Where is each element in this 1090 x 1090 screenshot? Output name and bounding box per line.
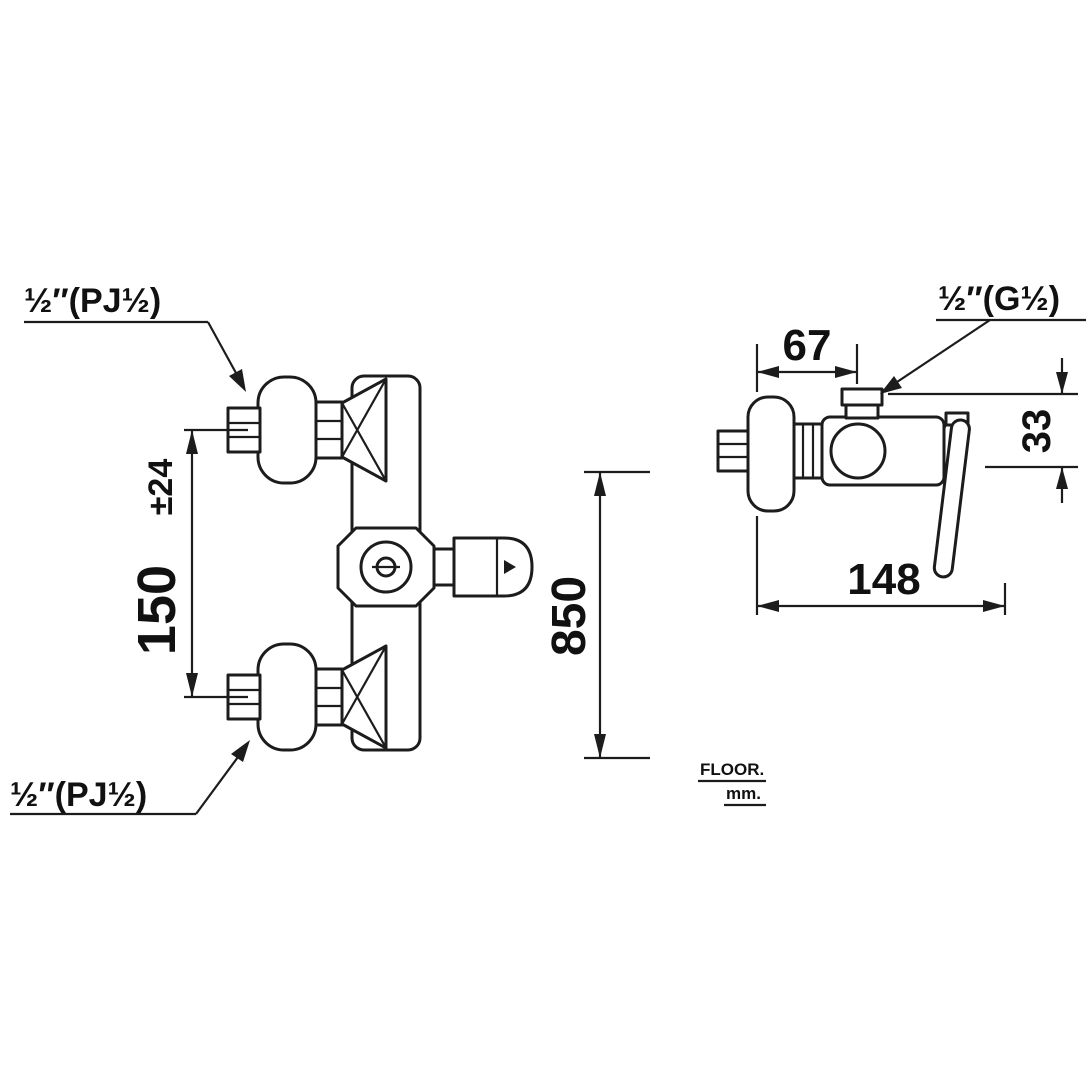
side-valve-body — [820, 387, 960, 487]
dim-mounting-height-label: 850 — [543, 576, 596, 656]
dim-inlet-spacing-tolerance: ±24 — [142, 459, 180, 516]
dim-arrow-down — [186, 673, 198, 697]
floor-note: FLOOR. mm. — [698, 760, 766, 807]
dim-total-width-label: 148 — [847, 555, 920, 604]
leader-arrow-icon — [231, 740, 250, 762]
side-lever — [932, 418, 971, 579]
dim-wall-depth: 67 — [755, 321, 859, 392]
label-top-right-connection: ½″(G½) — [938, 280, 1060, 318]
floor-label: FLOOR. — [700, 760, 764, 779]
label-bottom-left-connection: ½″(PJ½) — [10, 776, 147, 814]
dim-port-height-label: 33 — [1015, 409, 1059, 454]
side-escutcheon — [746, 395, 796, 513]
front-bottom-escutcheon — [256, 642, 318, 752]
dim-wall-depth-label: 67 — [783, 321, 832, 370]
label-top-left-connection: ½″(PJ½) — [24, 282, 161, 320]
side-valve-circle — [829, 422, 887, 480]
side-lever-handle — [932, 411, 971, 579]
leader-top-right: ½″(G½) — [880, 280, 1086, 394]
side-wall-connection — [716, 395, 824, 513]
front-top-escutcheon — [256, 375, 318, 485]
front-valve-circle — [359, 540, 413, 594]
dim-port-height: 33 — [888, 358, 1078, 503]
front-bottom-inlet — [226, 642, 388, 752]
side-top-port-cap — [840, 387, 884, 407]
side-hex-nipple — [716, 429, 750, 473]
dim-arrow-up — [186, 430, 198, 454]
dim-inlet-spacing-label: 150 — [127, 565, 187, 655]
front-valve-body — [336, 526, 436, 608]
dim-inlet-spacing: 150 ±24 — [127, 428, 248, 699]
front-handle — [432, 536, 534, 598]
dim-total-width: 148 — [755, 516, 1007, 615]
side-view: 67 33 148 850 — [543, 280, 1086, 807]
leader-arrow-icon — [880, 376, 902, 394]
units-label: mm. — [726, 784, 761, 803]
front-view: 150 ±24 ½″(PJ½) ½″(PJ½) — [10, 282, 534, 816]
leader-arrow-icon — [229, 369, 246, 392]
leader-bottom-left: ½″(PJ½) — [10, 740, 250, 816]
leader-top-left: ½″(PJ½) — [24, 282, 246, 392]
front-top-inlet — [226, 375, 388, 485]
handle-indicator-icon — [504, 560, 516, 574]
dim-mounting-height: 850 — [543, 470, 650, 760]
